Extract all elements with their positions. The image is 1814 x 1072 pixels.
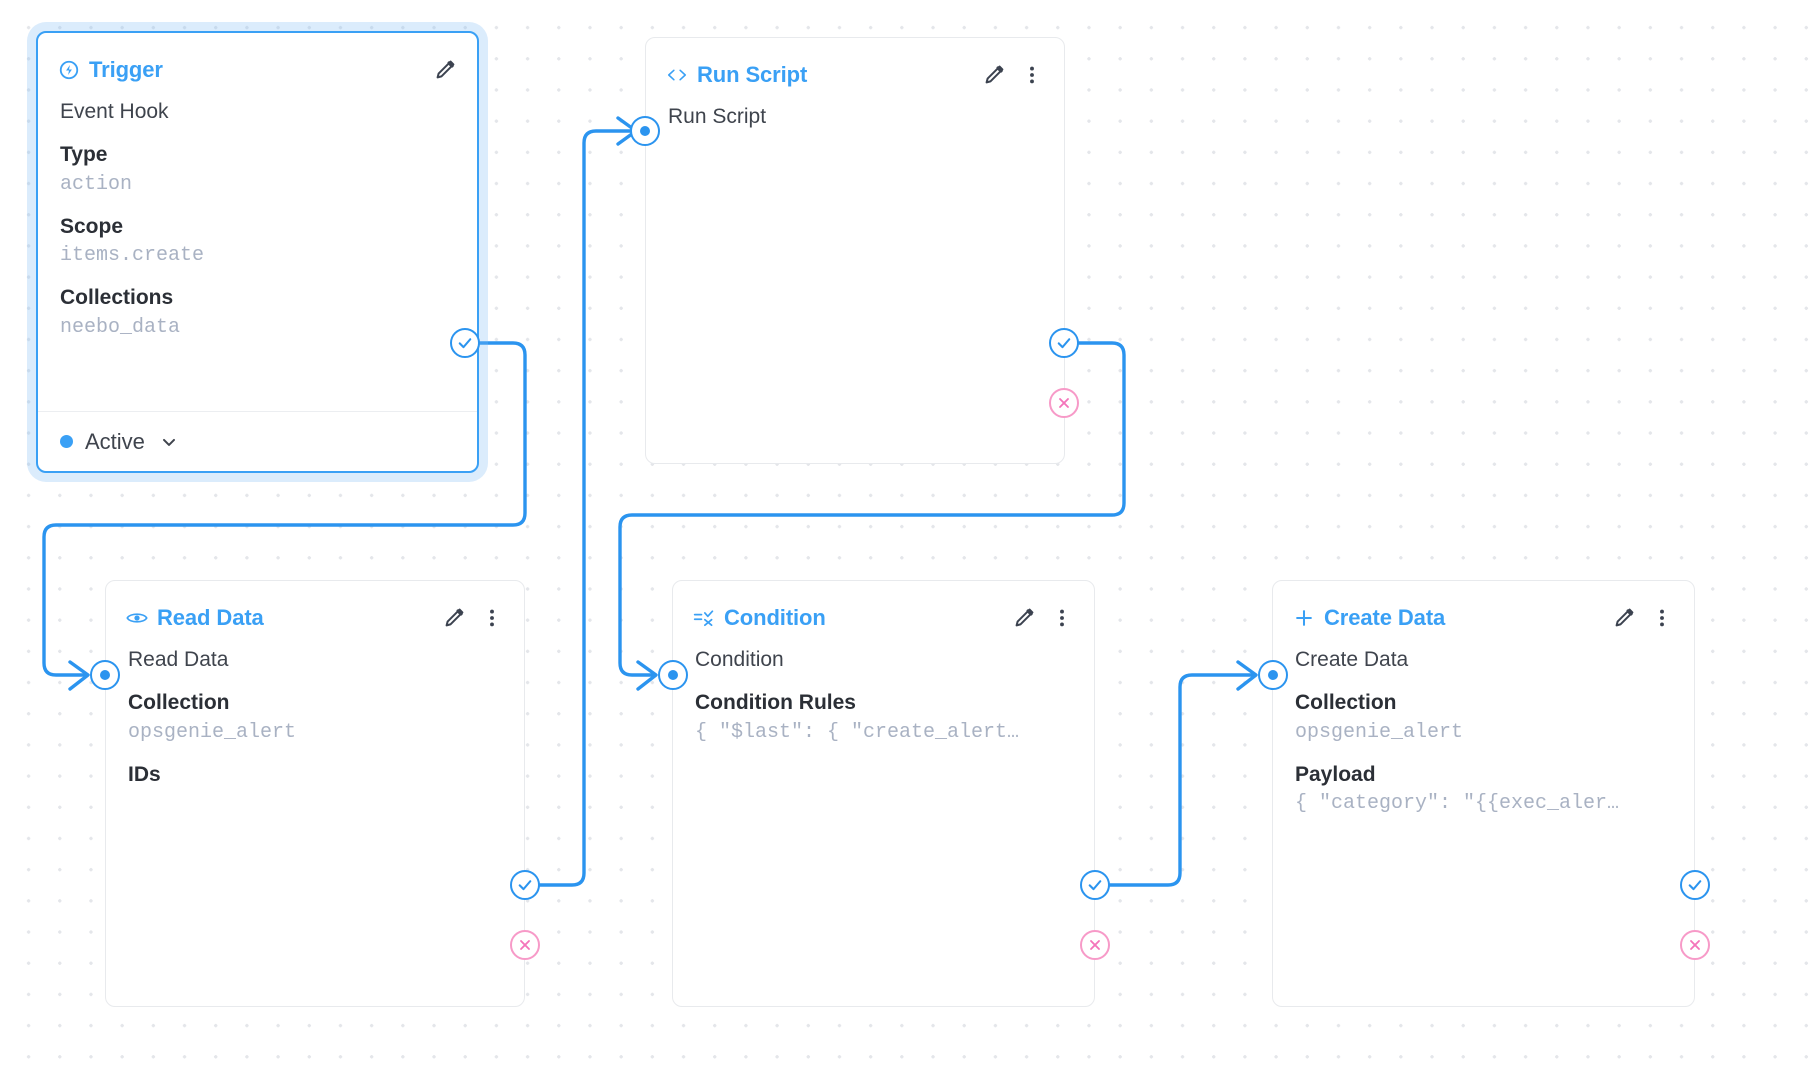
node-body: Create Data Collection opsgenie_alert Pa… xyxy=(1273,635,1694,818)
reject-handle-read-data[interactable] xyxy=(510,930,540,960)
field-label: Collection xyxy=(128,691,230,715)
node-header-actions xyxy=(1012,606,1074,630)
node-title-read-data: Read Data xyxy=(126,605,264,631)
node-create-data[interactable]: Create Data Create Data Colle xyxy=(1272,580,1695,1007)
condition-icon xyxy=(693,607,715,629)
node-body: Condition Condition Rules { "$last": { "… xyxy=(673,635,1094,747)
input-handle-create-data[interactable] xyxy=(1258,660,1288,690)
node-title-label: Read Data xyxy=(157,605,264,630)
resolve-handle-trigger[interactable] xyxy=(450,328,480,358)
node-body: Event Hook Type action Scope items.creat… xyxy=(38,87,477,342)
field-label: Collections xyxy=(60,286,174,310)
field-value: action xyxy=(60,172,133,196)
node-header-actions xyxy=(442,606,504,630)
field-label: IDs xyxy=(128,762,161,786)
arrowhead-condition xyxy=(636,660,658,691)
node-header: Read Data xyxy=(106,581,524,635)
node-field: Payload { "category": "{{exec_aler… xyxy=(1295,760,1674,818)
node-read-data[interactable]: Read Data Read Data Collectio xyxy=(105,580,525,1007)
field-value: { "$last": { "create_alert… xyxy=(695,720,1020,744)
more-vertical-icon[interactable] xyxy=(1650,606,1674,630)
lightning-circle-icon xyxy=(58,59,80,81)
reject-handle-condition[interactable] xyxy=(1080,930,1110,960)
node-header-actions xyxy=(1612,606,1674,630)
node-row-main: Run Script xyxy=(668,105,767,128)
input-handle-run-script[interactable] xyxy=(630,116,660,146)
field-value: opsgenie_alert xyxy=(128,720,297,744)
field-label: Collection xyxy=(1295,691,1397,715)
field-label: Condition Rules xyxy=(695,691,856,715)
resolve-handle-run-script[interactable] xyxy=(1049,328,1079,358)
arrowhead-read-data xyxy=(68,660,90,691)
resolve-handle-create-data[interactable] xyxy=(1680,870,1710,900)
node-title-trigger: Trigger xyxy=(58,57,163,83)
node-header-actions xyxy=(433,58,457,82)
more-vertical-icon[interactable] xyxy=(1050,606,1074,630)
field-value: neebo_data xyxy=(60,315,181,339)
arrowhead-create-data xyxy=(1236,660,1258,691)
node-field: Collections neebo_data xyxy=(60,283,457,341)
field-label: Payload xyxy=(1295,762,1376,786)
node-title-label: Condition xyxy=(724,605,826,630)
node-title-run-script: Run Script xyxy=(666,62,807,88)
node-title-create-data: Create Data xyxy=(1293,605,1445,631)
code-brackets-icon xyxy=(666,64,688,86)
plus-icon xyxy=(1293,607,1315,629)
status-label: Active xyxy=(85,428,145,454)
node-header: Create Data xyxy=(1273,581,1694,635)
wire-read-data-to-run-script xyxy=(538,129,636,887)
node-header-actions xyxy=(982,63,1044,87)
node-header: Trigger xyxy=(38,33,477,87)
input-handle-read-data[interactable] xyxy=(90,660,120,690)
edit-icon[interactable] xyxy=(433,58,457,82)
node-condition[interactable]: Condition Condition Condition xyxy=(672,580,1095,1007)
field-value: { "category": "{{exec_aler… xyxy=(1295,792,1620,816)
more-vertical-icon[interactable] xyxy=(480,606,504,630)
node-header: Condition xyxy=(673,581,1094,635)
field-label: Type xyxy=(60,143,108,167)
field-value: items.create xyxy=(60,244,205,268)
node-body: Read Data Collection opsgenie_alert IDs xyxy=(106,635,524,789)
node-field: Collection opsgenie_alert xyxy=(1295,688,1674,746)
node-run-script[interactable]: Run Script Run Script xyxy=(645,37,1065,464)
node-row-main: Condition xyxy=(695,648,784,671)
trigger-status-dropdown[interactable]: Active xyxy=(38,411,477,471)
node-title-label: Run Script xyxy=(697,62,808,87)
node-field: IDs xyxy=(128,760,504,789)
node-header: Run Script xyxy=(646,38,1064,92)
edit-icon[interactable] xyxy=(1612,606,1636,630)
more-vertical-icon[interactable] xyxy=(1020,63,1044,87)
node-trigger[interactable]: Trigger Event Hook Type action Scope ite… xyxy=(36,31,479,473)
node-title-label: Create Data xyxy=(1324,605,1446,630)
node-field: Condition Rules { "$last": { "create_ale… xyxy=(695,688,1074,746)
node-body: Run Script xyxy=(646,92,1064,132)
resolve-handle-condition[interactable] xyxy=(1080,870,1110,900)
field-value: opsgenie_alert xyxy=(1295,720,1464,744)
input-handle-condition[interactable] xyxy=(658,660,688,690)
edit-icon[interactable] xyxy=(1012,606,1036,630)
node-field: Collection opsgenie_alert xyxy=(128,688,504,746)
eye-icon xyxy=(126,607,148,629)
reject-handle-run-script[interactable] xyxy=(1049,388,1079,418)
node-field: Scope items.create xyxy=(60,212,457,270)
node-row-main: Event Hook xyxy=(60,100,169,123)
chevron-down-icon[interactable] xyxy=(159,432,179,452)
edit-icon[interactable] xyxy=(442,606,466,630)
field-label: Scope xyxy=(60,214,124,238)
status-dot-icon xyxy=(60,435,73,448)
wire-condition-to-create-data xyxy=(1108,673,1256,887)
node-row-main: Create Data xyxy=(1295,648,1409,671)
node-title-label: Trigger xyxy=(89,57,163,82)
node-title-condition: Condition xyxy=(693,605,826,631)
edit-icon[interactable] xyxy=(982,63,1006,87)
resolve-handle-read-data[interactable] xyxy=(510,870,540,900)
node-row-main: Read Data xyxy=(128,648,229,671)
reject-handle-create-data[interactable] xyxy=(1680,930,1710,960)
node-field: Type action xyxy=(60,140,457,198)
